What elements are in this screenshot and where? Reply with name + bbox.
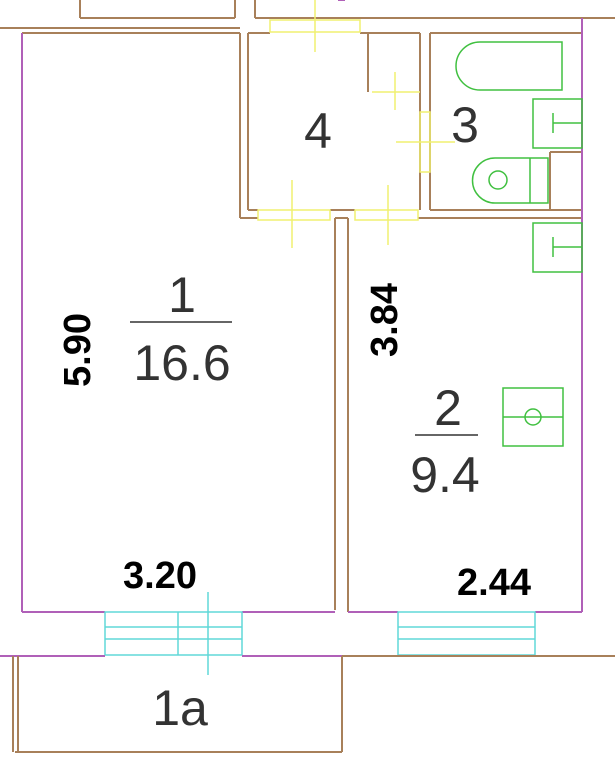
top-walls xyxy=(79,0,615,19)
room-1-number: 1 xyxy=(168,267,196,323)
balcony-walls xyxy=(0,655,615,753)
window-room-1 xyxy=(104,592,243,675)
room-3-number: 3 xyxy=(451,97,479,153)
dimension-room-1-height: 5.90 xyxy=(57,313,99,387)
room-4-walls xyxy=(247,32,582,612)
dimension-room-2-width: 2.44 xyxy=(457,562,531,604)
bathtub-icon xyxy=(455,41,563,91)
toilet-icon xyxy=(471,157,549,204)
room-4-number: 4 xyxy=(304,103,332,159)
sink-icon xyxy=(532,98,583,149)
room-2-number: 2 xyxy=(434,380,462,436)
room-1a-number: 1a xyxy=(152,680,208,736)
window-room-2 xyxy=(397,611,536,656)
kitchen-sink-icon xyxy=(532,222,583,273)
room-1-area: 16.6 xyxy=(133,335,230,391)
door-marks xyxy=(257,0,455,248)
room-2-area: 9.4 xyxy=(410,447,480,503)
room-1-walls xyxy=(0,27,336,613)
stove-icon xyxy=(502,387,564,447)
dimension-room-2-height: 3.84 xyxy=(364,283,406,357)
dimension-room-1-width: 3.20 xyxy=(123,555,197,597)
